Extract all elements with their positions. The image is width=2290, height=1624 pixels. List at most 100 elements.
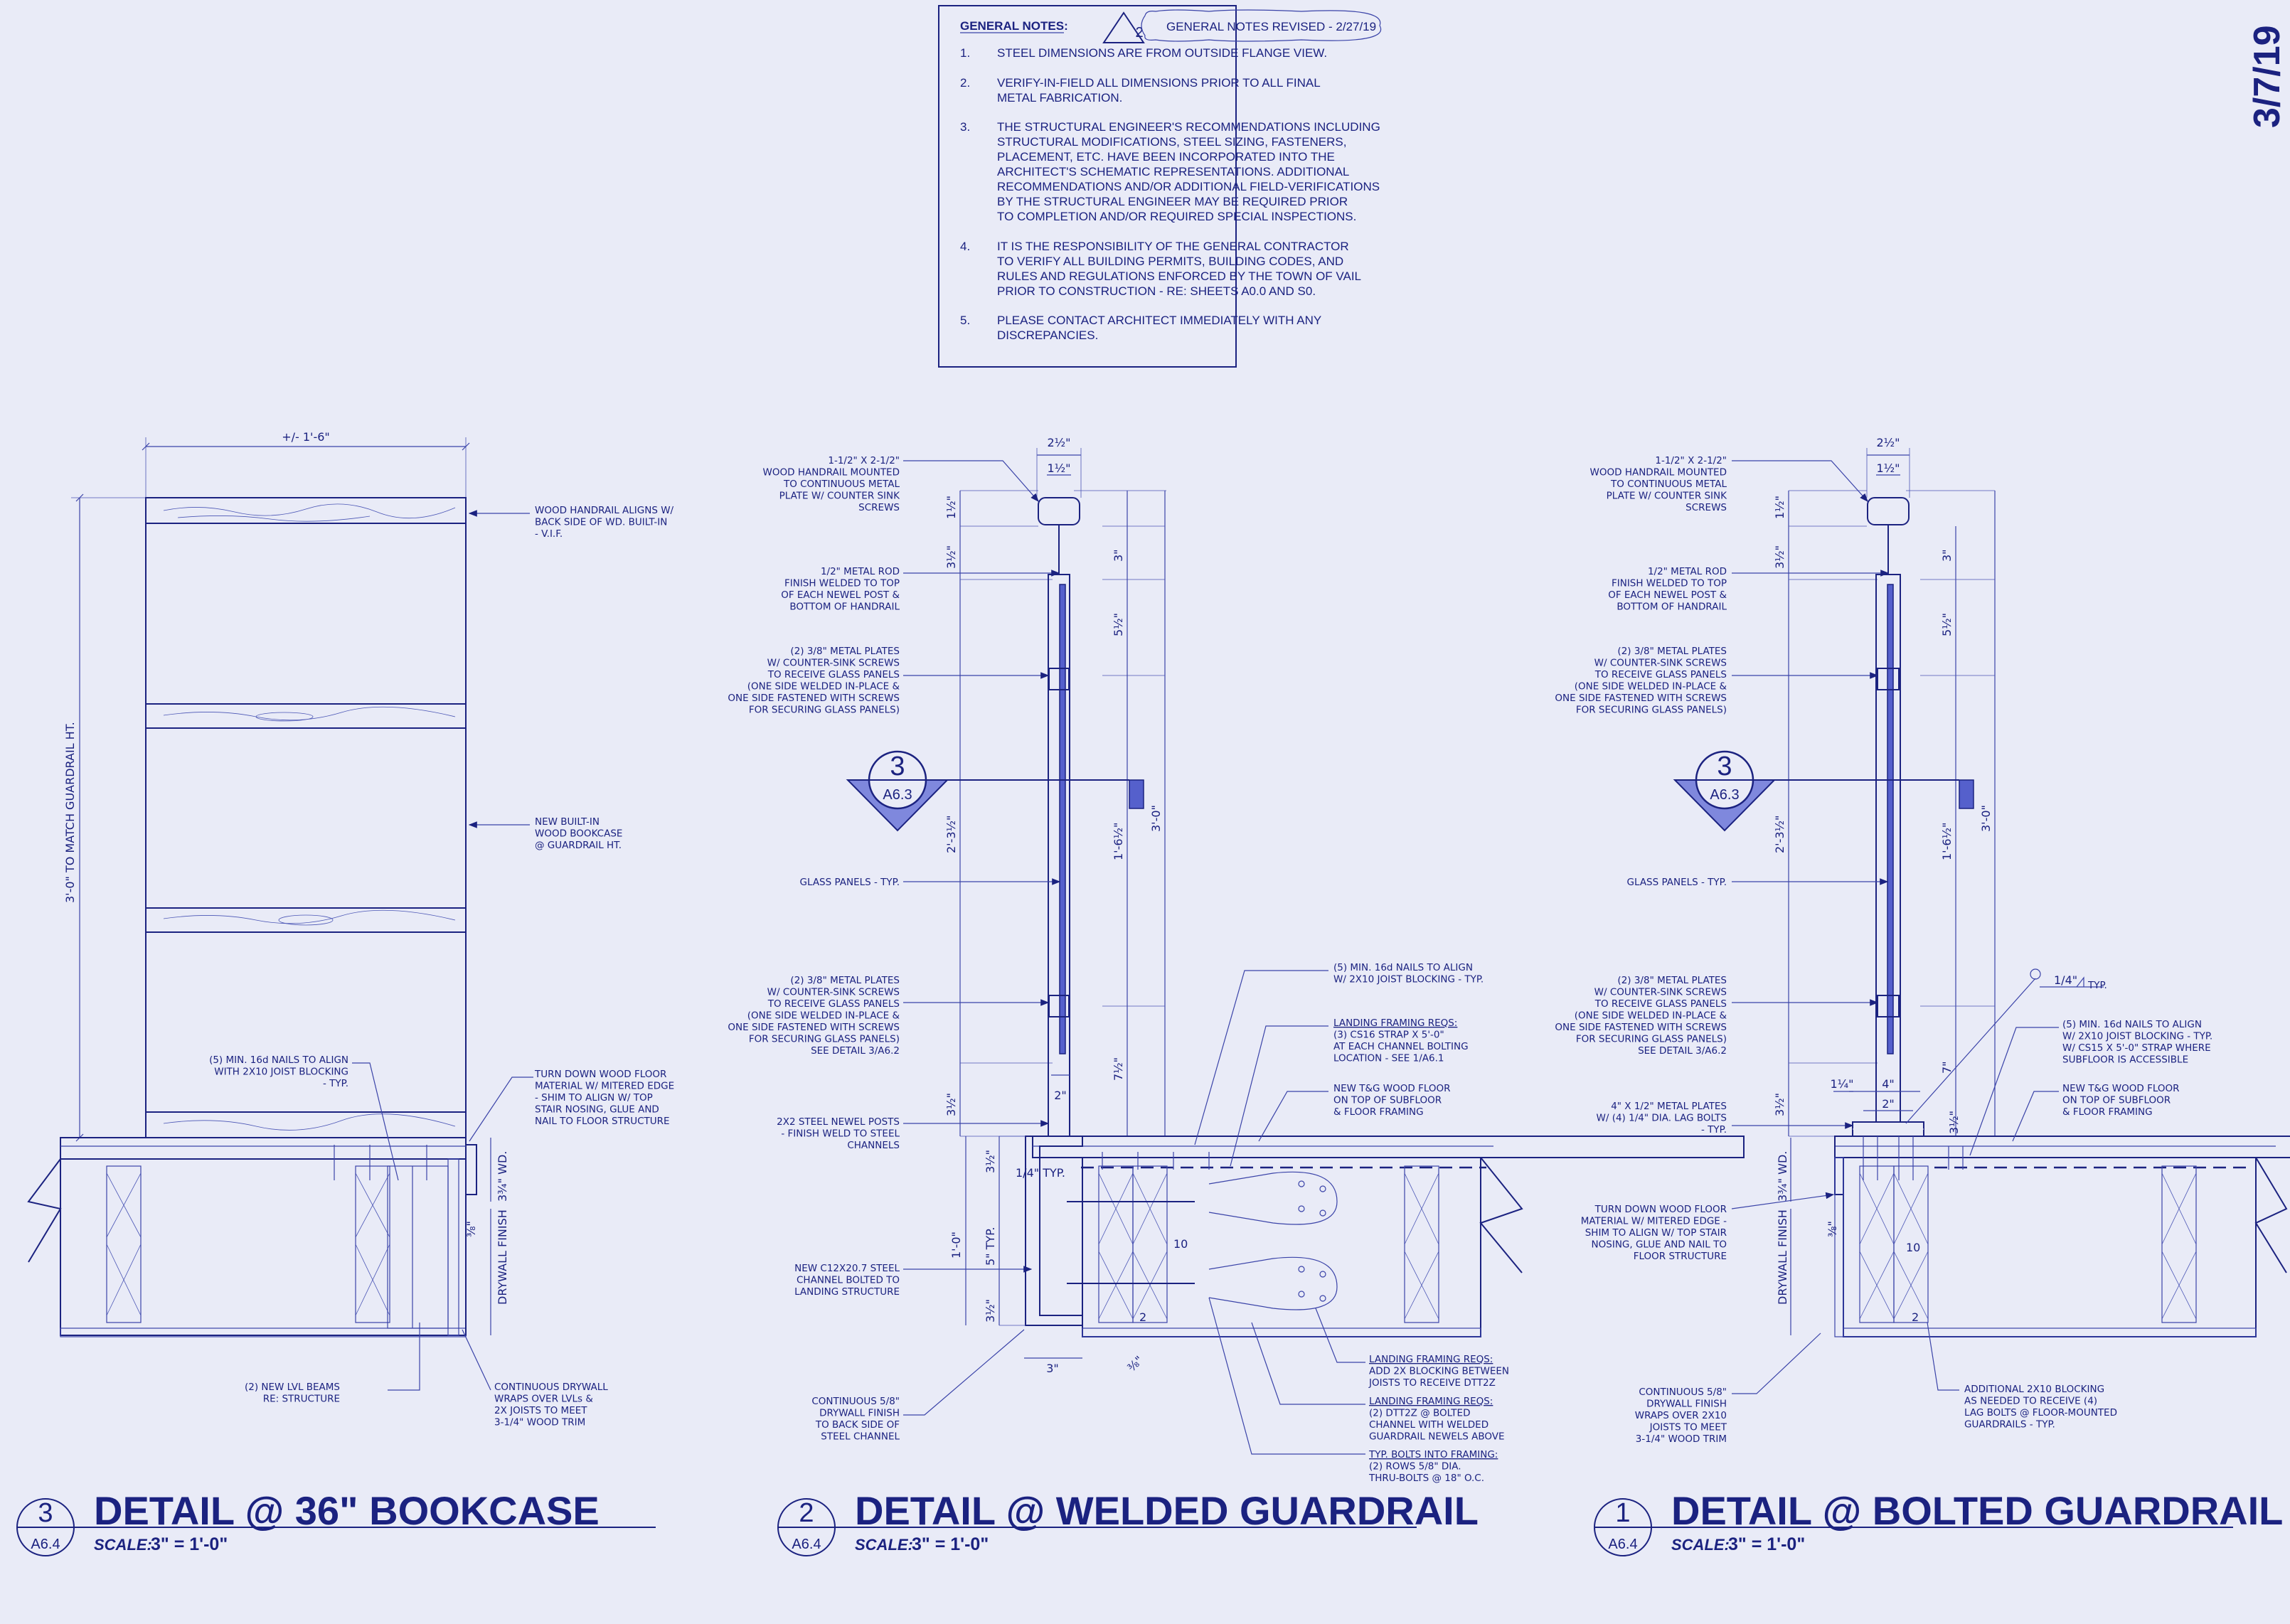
detail-bolted-guardrail: 1½" 3½" 2'-3½" 3½" 3" 5½" 1'-6½" 7" 3'-0…	[1555, 436, 2290, 1445]
general-note-item-line: STRUCTURAL MODIFICATIONS, STEEL SIZING, …	[997, 135, 1346, 149]
welded-note-line: TYP. BOLTS INTO FRAMING:	[1368, 1449, 1498, 1460]
detail-sheet: A6.4	[31, 1537, 60, 1552]
bolted-note-line: ONE SIDE FASTENED WITH SCREWS	[1555, 693, 1727, 704]
bolted-dim-1: 1½"	[1773, 496, 1786, 519]
welded-note-line: (3) CS16 STRAP X 5'-0"	[1333, 1030, 1444, 1041]
bookcase-note-line: - TYP.	[323, 1078, 348, 1089]
bolted-note-line: W/ 2X10 JOIST BLOCKING - TYP.	[2062, 1031, 2212, 1042]
welded-rdim-1: 3"	[1112, 549, 1125, 562]
bookcase-note-line: WRAPS OVER LVLs &	[494, 1394, 593, 1405]
welded-channel-dim-2: 1'-0"	[949, 1232, 963, 1259]
bolted-dim-2: 3½"	[1773, 545, 1786, 569]
detail-sheet: A6.4	[1608, 1537, 1637, 1552]
welded-note-line: ON TOP OF SUBFLOOR	[1333, 1095, 1442, 1106]
bookcase-notes: WOOD HANDRAIL ALIGNS W/BACK SIDE OF WD. …	[209, 505, 674, 1428]
bolted-rdim-3: 1'-6½"	[1940, 823, 1954, 860]
welded-dim-3: 2'-3½"	[944, 816, 958, 853]
general-note-number: 4.	[960, 240, 970, 253]
general-note-item-line: RECOMMENDATIONS AND/OR ADDITIONAL FIELD-…	[997, 180, 1380, 193]
bookcase-shelves	[145, 497, 467, 1138]
general-note-number: 1.	[960, 46, 970, 60]
bolted-joist-label: 10	[1906, 1241, 1920, 1254]
bookcase-floor-assembly	[27, 1137, 477, 1337]
scale-value: 3" = 1'-0"	[912, 1534, 989, 1554]
bookcase-note-line: (2) NEW LVL BEAMS	[245, 1382, 340, 1393]
bookcase-note-line: (5) MIN. 16d NAILS TO ALIGN	[209, 1054, 348, 1066]
section-tag-welded: 3 A6.3	[846, 750, 1144, 832]
general-note-item-line: VERIFY-IN-FIELD ALL DIMENSIONS PRIOR TO …	[997, 76, 1321, 90]
general-note-item-line: TO VERIFY ALL BUILDING PERMITS, BUILDING…	[997, 255, 1343, 268]
general-note-item: IT IS THE RESPONSIBILITY OF THE GENERAL …	[997, 240, 1361, 298]
bolted-note-line: GUARDRAILS - TYP.	[1964, 1419, 2055, 1431]
welded-joist-label: 10	[1173, 1237, 1188, 1251]
bolted-plate-dim-1: 1¼"	[1830, 1077, 1853, 1091]
welded-note-line: LANDING STRUCTURE	[794, 1286, 900, 1298]
bolted-note-line: FOR SECURING GLASS PANELS)	[1576, 1034, 1727, 1045]
bolted-note-line: TO RECEIVE GLASS PANELS	[1594, 998, 1727, 1010]
bolted-plate-dim-3: 2"	[1882, 1097, 1895, 1111]
bolted-weld-typ: TYP.	[2087, 980, 2107, 991]
welded-note-line: W/ 2X10 JOIST BLOCKING - TYP.	[1333, 974, 1484, 985]
welded-note-line: OF EACH NEWEL POST &	[781, 589, 900, 601]
general-note-item: STEEL DIMENSIONS ARE FROM OUTSIDE FLANGE…	[997, 46, 1327, 60]
bolted-finish-dim: DRYWALL FINISH	[1776, 1209, 1789, 1305]
bolted-dim-3: 2'-3½"	[1773, 816, 1786, 853]
welded-note-line: DRYWALL FINISH	[819, 1408, 900, 1419]
welded-note-line: ONE SIDE FASTENED WITH SCREWS	[728, 693, 900, 704]
general-note-item-line: TO COMPLETION AND/OR REQUIRED SPECIAL IN…	[997, 210, 1356, 223]
general-notes-list: 1. STEEL DIMENSIONS ARE FROM OUTSIDE FLAN…	[960, 46, 1380, 342]
welded-note-line: CHANNEL BOLTED TO	[797, 1275, 900, 1286]
bolted-note-line: (ONE SIDE WELDED IN-PLACE &	[1575, 681, 1727, 693]
welded-note-line: CONTINUOUS 5/8"	[811, 1396, 900, 1407]
scale-label: SCALE:	[1671, 1536, 1730, 1554]
bolted-note-line: W/ CS15 X 5'-0" STRAP WHERE	[2062, 1042, 2211, 1054]
section-tag-number: 3	[890, 752, 905, 781]
general-note-item-line: IT IS THE RESPONSIBILITY OF THE GENERAL …	[997, 240, 1349, 253]
bolted-note-line: - TYP.	[1701, 1124, 1727, 1136]
general-note-number: 3.	[960, 120, 970, 134]
bolted-rail-dim: 1½"	[1876, 461, 1900, 475]
welded-note-line: ADD 2X BLOCKING BETWEEN	[1369, 1366, 1509, 1377]
bolted-note-line: 4" X 1/2" METAL PLATES	[1611, 1101, 1727, 1112]
bolted-note-line: W/ COUNTER-SINK SCREWS	[1594, 658, 1727, 669]
bolted-note-line: W/ COUNTER-SINK SCREWS	[1594, 987, 1727, 998]
bolted-note-line: SEE DETAIL 3/A6.2	[1638, 1045, 1727, 1057]
bookcase-height-dim: 3'-0" TO MATCH GUARDRAIL HT.	[63, 722, 77, 903]
welded-note-line: FOR SECURING GLASS PANELS)	[749, 1034, 900, 1045]
detail-title: DETAIL @ WELDED GUARDRAIL	[855, 1488, 1479, 1533]
welded-note-line: ONE SIDE FASTENED WITH SCREWS	[728, 1022, 900, 1033]
bolted-note-line: CONTINUOUS 5/8"	[1639, 1387, 1727, 1398]
section-tag-bolted: 3 A6.3	[1673, 750, 1974, 832]
detail-sheet: A6.4	[792, 1537, 821, 1552]
general-note-item-line: PLEASE CONTACT ARCHITECT IMMEDIATELY WIT…	[997, 314, 1321, 327]
bolted-note-line: W/ (4) 1/4" DIA. LAG BOLTS	[1597, 1113, 1727, 1124]
bolted-note-line: SCREWS	[1685, 502, 1727, 513]
welded-note-line: BOTTOM OF HANDRAIL	[789, 602, 900, 613]
bolted-note-line: DRYWALL FINISH	[1646, 1399, 1727, 1410]
welded-note-line: WOOD HANDRAIL MOUNTED	[763, 467, 900, 479]
welded-note-line: CHANNELS	[847, 1140, 900, 1151]
bolted-note-line: LAG BOLTS @ FLOOR-MOUNTED	[1964, 1407, 2117, 1419]
bolted-plate-dim-2: 4"	[1882, 1077, 1895, 1091]
bookcase-note-line: NEW BUILT-IN	[535, 816, 600, 828]
bookcase-note-line: WOOD HANDRAIL ALIGNS W/	[535, 505, 674, 516]
bolted-overall-dim: 3'-0"	[1979, 805, 1993, 832]
general-note-item-line: PRIOR TO CONSTRUCTION - RE: SHEETS A0.0 …	[997, 284, 1316, 298]
welded-note-line: (ONE SIDE WELDED IN-PLACE &	[747, 1010, 900, 1022]
bolted-note-line: WRAPS OVER 2X10	[1635, 1410, 1727, 1421]
welded-dim-1: 1½"	[944, 496, 958, 519]
